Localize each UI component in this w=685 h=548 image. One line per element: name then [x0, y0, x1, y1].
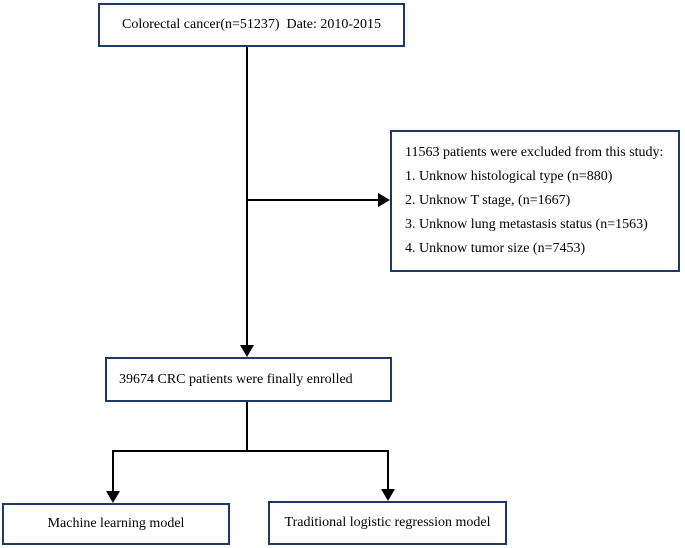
- box-enrolled-patients-label: 39674 CRC patients were finally enrolled: [119, 371, 353, 387]
- flow-line-enrolled-to-split: [246, 402, 248, 452]
- flow-line-source-to-enrolled: [246, 47, 248, 347]
- box-machine-learning-model: Machine learning model: [2, 503, 230, 545]
- box-excluded-patients: 11563 patients were excluded from this s…: [390, 130, 680, 272]
- box-enrolled-patients: 39674 CRC patients were finally enrolled: [105, 357, 392, 402]
- flow-line-to-ml-model: [112, 450, 114, 493]
- arrowhead-to-excluded-icon: [378, 193, 390, 207]
- arrowhead-to-lr-model-icon: [381, 489, 395, 501]
- box-logistic-regression-model-label: Traditional logistic regression model: [284, 515, 491, 530]
- excluded-item-4: 4. Unknow tumor size (n=7453): [405, 241, 586, 256]
- excluded-item-1: 1. Unknow histological type (n=880): [405, 169, 613, 184]
- excluded-heading: 11563 patients were excluded from this s…: [405, 145, 664, 160]
- flow-line-split-horizontal: [112, 450, 389, 452]
- box-colorectal-cancer-label: Colorectal cancer(n=51237) Date: 2010-20…: [121, 17, 382, 32]
- excluded-item-3: 3. Unknow lung metastasis status (n=1563…: [405, 217, 648, 232]
- box-colorectal-cancer: Colorectal cancer(n=51237) Date: 2010-20…: [98, 3, 405, 47]
- box-machine-learning-model-label: Machine learning model: [47, 516, 185, 531]
- excluded-item-2: 2. Unknow T stage, (n=1667): [405, 193, 571, 208]
- arrowhead-to-ml-model-icon: [106, 491, 120, 503]
- flow-line-to-excluded: [247, 199, 380, 201]
- flow-line-to-lr-model: [387, 450, 389, 491]
- box-logistic-regression-model: Traditional logistic regression model: [268, 501, 507, 545]
- arrowhead-to-enrolled-icon: [240, 345, 254, 357]
